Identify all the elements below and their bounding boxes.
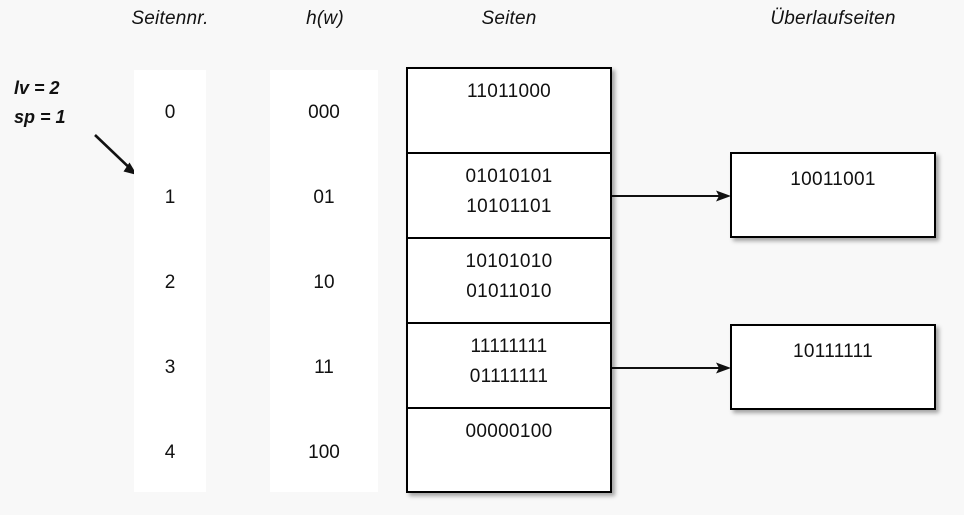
record-value: 01010101 — [465, 166, 553, 187]
hash-value-cell: 000 — [308, 101, 340, 123]
page-number-cell: 0 — [164, 101, 176, 123]
record-value: 10011001 — [790, 169, 876, 190]
column-header-seiten: Seiten — [481, 8, 537, 29]
overflow-arrow-icon — [612, 190, 731, 202]
page-number-cell: 2 — [164, 271, 176, 293]
record-value: 00000100 — [465, 421, 553, 442]
hash-value-cell: 100 — [308, 441, 340, 463]
record-value: 10101101 — [466, 196, 552, 217]
annotation-sp: sp = 1 — [14, 107, 66, 127]
split-pointer-arrow-icon — [94, 134, 138, 176]
column-header-ueberlaufseiten: Überlaufseiten — [770, 8, 896, 29]
annotation-lv: lv = 2 — [14, 78, 60, 98]
overflow-arrow-icon — [612, 362, 731, 374]
page-bucket: 11111111 01111111 — [408, 324, 610, 409]
overflow-page: 10111111 — [730, 324, 936, 410]
record-value: 10111111 — [793, 341, 873, 362]
page-bucket: 00000100 — [408, 409, 610, 494]
hash-value-cell: 11 — [314, 356, 334, 378]
page-bucket: 11011000 — [408, 69, 610, 154]
hash-value-column: 000 01 10 11 100 — [270, 70, 378, 492]
record-value: 11011000 — [466, 81, 552, 102]
hash-value-cell: 10 — [313, 271, 335, 293]
record-value: 10101010 — [465, 251, 553, 272]
page-bucket: 10101010 01011010 — [408, 239, 610, 324]
record-value: 11111111 — [470, 336, 548, 357]
record-value: 01011010 — [466, 281, 552, 302]
column-header-hw: h(w) — [306, 8, 344, 29]
page-number-column: 0 1 2 3 4 — [134, 70, 206, 492]
record-value: 01111111 — [469, 366, 549, 387]
page-number-cell: 1 — [164, 186, 176, 208]
page-number-cell: 4 — [164, 441, 176, 463]
column-header-seitennr: Seitennr. — [131, 8, 209, 29]
page-number-cell: 3 — [164, 356, 176, 378]
overflow-page: 10011001 — [730, 152, 936, 238]
level-split-annotation: lv = 2 sp = 1 — [14, 74, 66, 132]
page-bucket: 01010101 10101101 — [408, 154, 610, 239]
hash-value-cell: 01 — [313, 186, 335, 208]
pages-table: 11011000 01010101 10101101 10101010 0101… — [406, 67, 612, 493]
